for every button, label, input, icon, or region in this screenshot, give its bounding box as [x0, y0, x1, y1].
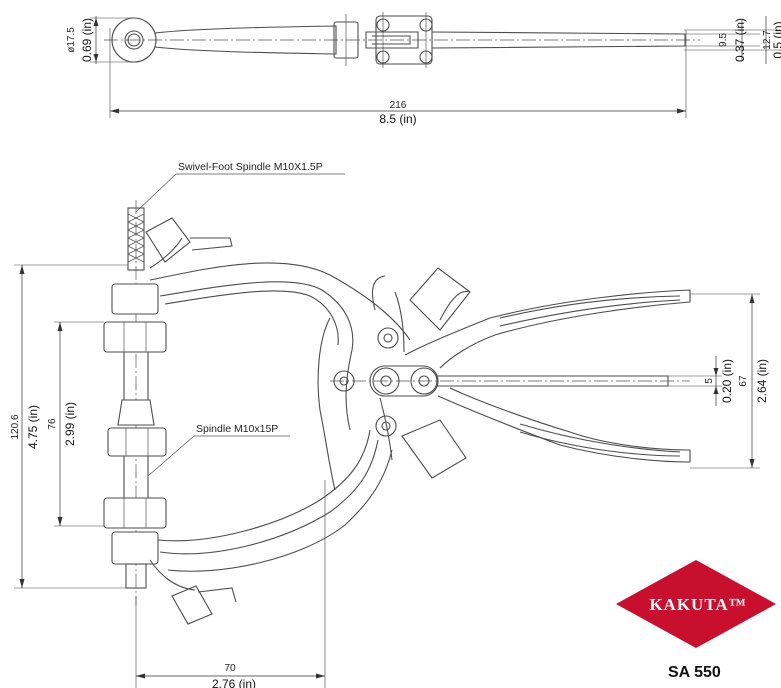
spindle-travel-mm-label: 76 [47, 418, 58, 430]
width-mm-label: 12.7 [762, 30, 773, 50]
kakuta-logo: KAKUTA™ [616, 560, 776, 648]
length-mm-label: 216 [390, 100, 407, 111]
spindle-travel-in-label: 2.99 (in) [63, 402, 77, 446]
slot-mm-label: 9.5 [718, 33, 729, 47]
side-view: Swivel-Foot Spindle M10X1.5P [10, 161, 769, 688]
handle-span-mm-label: 67 [738, 375, 749, 387]
spindle-label: Spindle M10x15P [196, 423, 278, 435]
eye-dia-mm-label: ø17.5 [66, 27, 77, 53]
length-in-label: 8.5 (in) [379, 112, 416, 126]
top-view: 216 8.5 (in) ø17.5 0.69 (in) 9.5 0.37 (i… [66, 12, 781, 126]
handle-span-in-label: 2.64 (in) [755, 359, 769, 403]
eye-dia-in-label: 0.69 (in) [80, 18, 94, 62]
logo-text: KAKUTA™ [649, 595, 746, 614]
height-mm-label: 120.6 [10, 414, 21, 439]
model-number: SA 550 [668, 664, 721, 681]
width-in-label: 0.5 (in) [771, 21, 781, 58]
height-in-label: 4.75 (in) [26, 405, 40, 449]
throat-mm-label: 70 [224, 663, 236, 674]
throat-in-label: 2.76 (in) [212, 677, 256, 688]
slot-in-label: 0.37 (in) [733, 18, 747, 62]
handle-gap-in-label: 0.20 (in) [720, 359, 734, 403]
swivel-foot-label: Swivel-Foot Spindle M10X1.5P [178, 161, 323, 173]
handle-gap-mm-label: 5 [704, 378, 715, 384]
